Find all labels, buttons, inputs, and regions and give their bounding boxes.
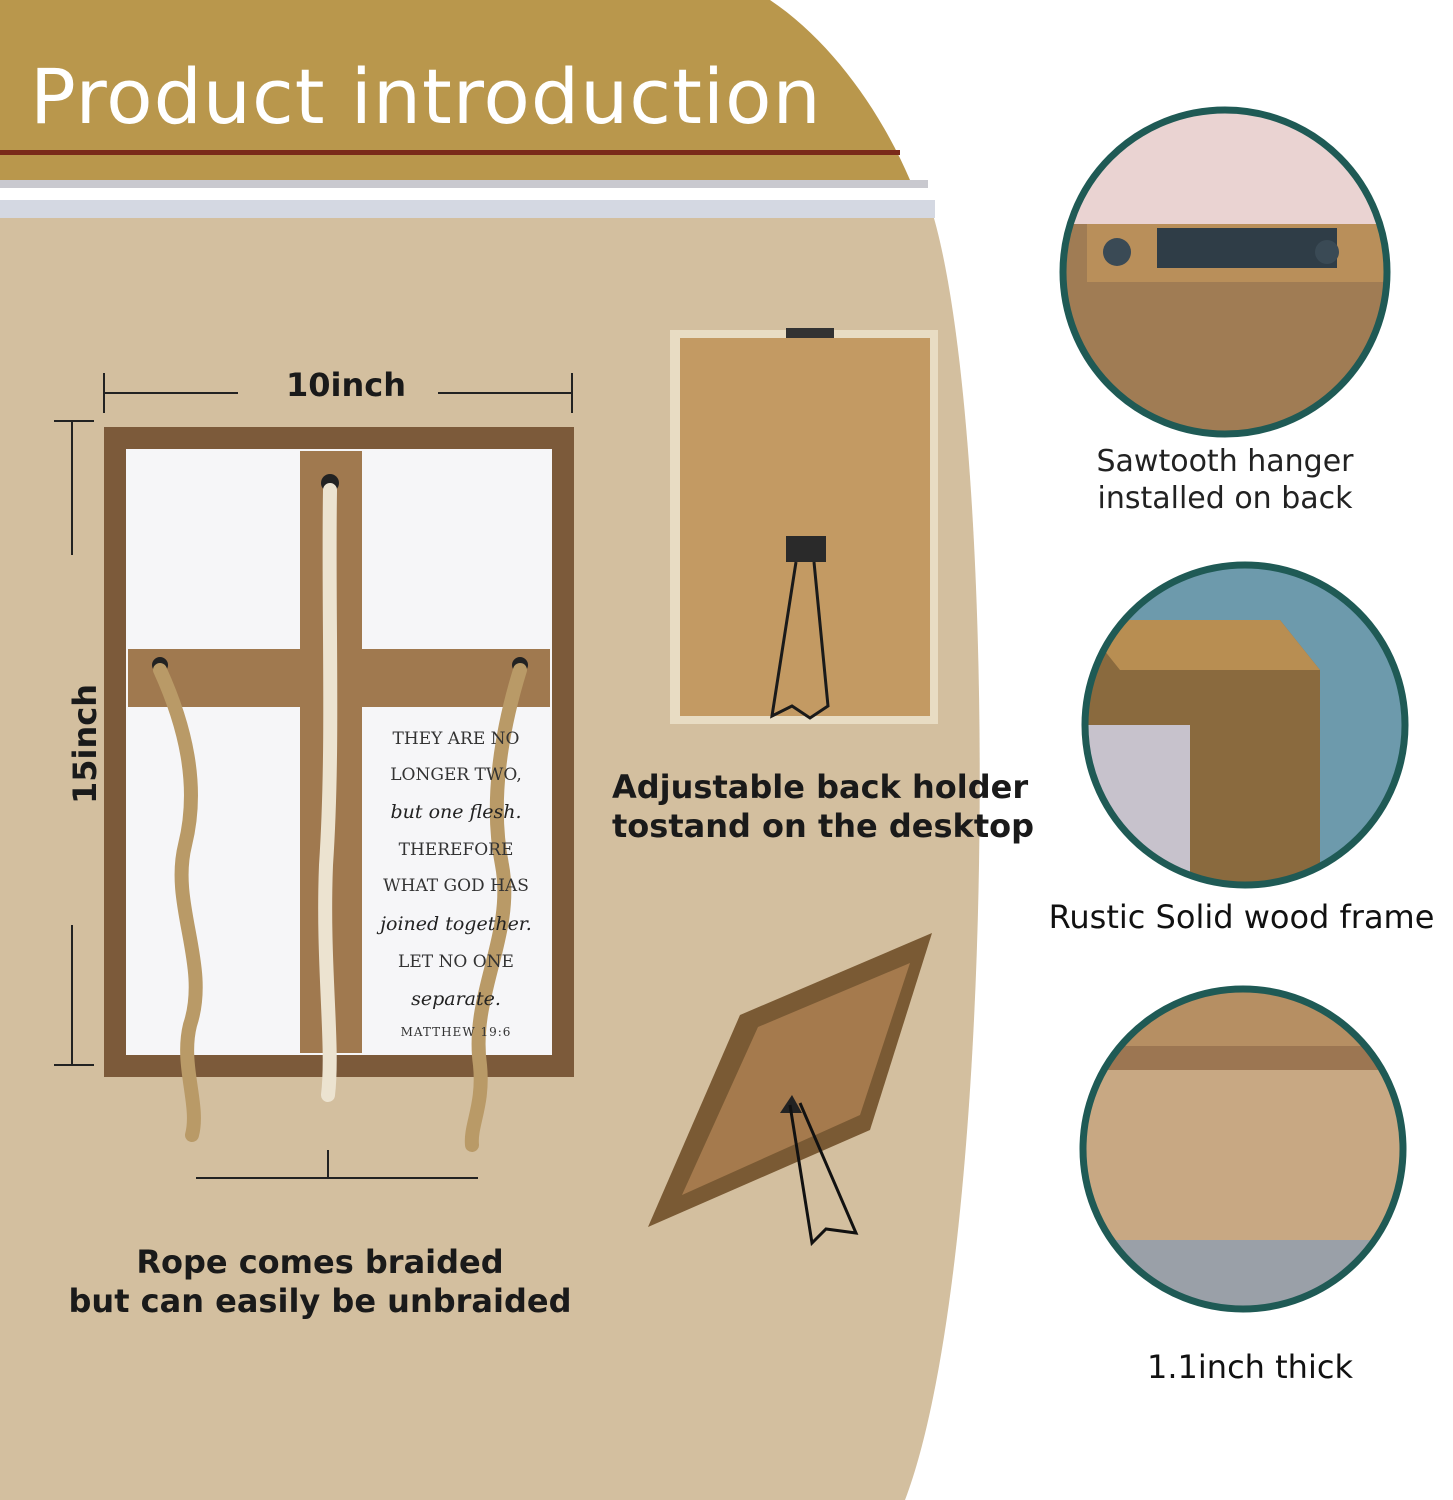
verse-line: LET NO ONE xyxy=(398,951,514,972)
standing-frame-image xyxy=(648,933,932,1247)
stand-caption: Adjustable back holder tostand on the de… xyxy=(598,768,1034,846)
thickness-image xyxy=(1079,985,1407,1313)
stand-caption-line: tostand on the desktop xyxy=(612,807,1034,846)
rustic-frame-image xyxy=(1081,561,1409,889)
sawtooth-caption-line: installed on back xyxy=(1097,480,1353,516)
verse-line: separate. xyxy=(411,988,501,1011)
verse-line: but one flesh. xyxy=(390,801,522,824)
verse-line: THEY ARE NO xyxy=(392,729,520,749)
page-title: Product introduction xyxy=(30,52,822,141)
rope-caption: Rope comes braided but can easily be unb… xyxy=(60,1243,580,1321)
rope-caption-line: but can easily be unbraided xyxy=(68,1282,572,1321)
front-frame-image xyxy=(54,373,574,1179)
stand-caption-line: Adjustable back holder xyxy=(612,768,1029,806)
verse-line: THEREFORE xyxy=(398,840,514,861)
sawtooth-caption: Sawtooth hanger installed on back xyxy=(1080,444,1370,517)
sawtooth-caption-line: Sawtooth hanger xyxy=(1096,444,1354,479)
thickness-caption: 1.1inch thick xyxy=(1147,1348,1353,1386)
width-label: 10inch xyxy=(286,366,407,404)
verse-text: THEY ARE NO LONGER TWO, but one flesh. T… xyxy=(366,722,546,1045)
verse-line: WHAT GOD HAS xyxy=(383,875,529,896)
verse-line: LONGER TWO, xyxy=(390,764,522,785)
rustic-caption: Rustic Solid wood frame xyxy=(1048,898,1435,936)
frame-back-image xyxy=(670,328,938,724)
verse-line: joined together. xyxy=(380,912,532,935)
height-label: 15inch xyxy=(66,683,104,804)
sawtooth-hanger-image xyxy=(1059,106,1391,438)
rope-caption-line: Rope comes braided xyxy=(136,1243,504,1281)
verse-reference: MATTHEW 19:6 xyxy=(400,1025,512,1040)
